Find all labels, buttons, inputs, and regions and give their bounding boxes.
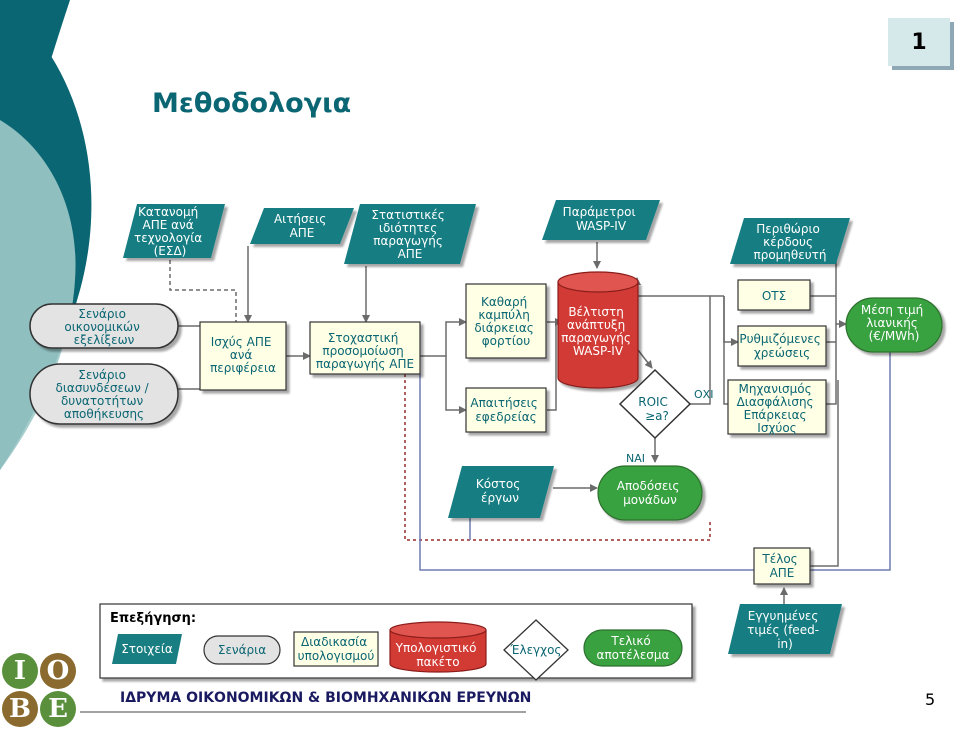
svg-text:Τελικό αποτέλεσμα: Τελικό αποτέλεσμα	[597, 634, 670, 662]
decision-roic: ROIC ≥a? ΟΧΙ ΝΑΙ	[618, 368, 713, 465]
logo-letter-i: I	[2, 653, 38, 689]
svg-text:ΟΤΣ: ΟΤΣ	[762, 289, 786, 303]
katanomi-label: Κατανομή ΑΠΕ ανά τεχνολογία (ΕΣΔ)	[134, 205, 206, 258]
input-feedin: Εγγυημένες τιμές (feed- in)	[728, 604, 842, 654]
svg-text:Σενάριο διασυνδέσεων /: Σενάριο διασυνδέσεων / δυνατοτήτων αποθή…	[56, 368, 153, 421]
legend: Επεξήγηση: Στοιχεία Σενάρια Διαδικασία υ…	[99, 603, 693, 681]
result-apodoseis: Αποδόσεις μονάδων	[597, 465, 703, 521]
svg-text:Ισχύς ΑΠΕ ανά περι: Ισχύς ΑΠΕ ανά περιφέρεια	[210, 335, 276, 375]
background-decoration	[0, 0, 92, 470]
svg-text:Εγγυημένες τιμές (feed-: Εγγυημένες τιμές (feed- in)	[747, 609, 823, 651]
svg-text:Καθαρή καμπύλη διά: Καθαρή καμπύλη διάρκειας φορτίου	[474, 295, 537, 348]
svg-text:Τέλος ΑΠΕ: Τέλος ΑΠΕ	[761, 552, 801, 580]
process-stochastiki: Στοχαστική προσομοίωση παραγωγής ΑΠΕ	[309, 321, 421, 375]
svg-text:Κόστος έργων: Κόστος έργων	[476, 477, 524, 505]
svg-text:Μέση τιμή λιανικής: Μέση τιμή λιανικής (€/MWh)	[861, 303, 927, 343]
svg-text:ROIC ≥a?: ROIC ≥a?	[638, 395, 672, 423]
svg-text:Υπολογιστικό πακέτο: Υπολογιστικό πακέτο	[395, 641, 481, 669]
result-mesi-timi: Μέση τιμή λιανικής (€/MWh)	[845, 297, 943, 353]
slide-number-badge: 1	[888, 18, 950, 66]
input-katanomi: Κατανομή ΑΠΕ ανά τεχνολογία (ΕΣΔ)	[123, 204, 225, 258]
svg-text:Έλεγχος: Έλεγχος	[510, 643, 562, 657]
svg-text:Παράμετροι WASP-IV: Παράμετροι WASP-IV	[563, 205, 640, 233]
input-perithorio: Περιθώριο κέρδους προμηθευτή	[730, 218, 850, 264]
svg-text:Σενάρια: Σενάρια	[218, 643, 266, 657]
yes-label: ΝΑΙ	[626, 452, 645, 465]
page-number: 5	[925, 690, 936, 709]
svg-text:Βέλτιστη ανάπτυξη: Βέλτιστη ανάπτυξη παραγωγής WASP-IV	[561, 305, 634, 358]
legend-title: Επεξήγηση:	[110, 611, 196, 626]
input-aitiseis: Αιτήσεις ΑΠΕ	[250, 208, 354, 244]
svg-text:Στοχαστική προσομοίωση: Στοχαστική προσομοίωση παραγωγής ΑΠΕ	[316, 331, 414, 371]
no-label: ΟΧΙ	[694, 388, 713, 401]
svg-text:Διαδικασία υπολογισμού: Διαδικασία υπολογισμού	[298, 635, 375, 663]
iobe-logo: I O B E	[2, 653, 76, 727]
process-michanismos: Μηχανισμός Διασφάλισης Επάρκειας Ισχύος	[727, 379, 827, 435]
process-telos: Τέλος ΑΠΕ	[753, 547, 811, 585]
page-title: Μεθοδολογια	[152, 88, 352, 119]
svg-text:Απαιτήσεις εφεδρείας: Απαιτήσεις εφεδρείας	[470, 396, 541, 424]
svg-text:Ρυθμιζόμενες χρεώσεις: Ρυθμιζόμενες χρεώσεις	[739, 332, 824, 360]
cylinder-veltisti: Βέλτιστη ανάπτυξη παραγωγής WASP-IV	[557, 271, 639, 389]
svg-text:Μηχανισμός Διασφάλισης: Μηχανισμός Διασφάλισης Επάρκειας Ισχύος	[737, 382, 818, 435]
svg-text:Αποδόσεις μονάδων: Αποδόσεις μονάδων	[617, 479, 683, 507]
input-wasp-params: Παράμετροι WASP-IV	[542, 200, 660, 240]
svg-text:Στατιστικές ιδιότητες: Στατιστικές ιδιότητες παραγωγής ΑΠΕ	[371, 208, 448, 261]
svg-text:Σενάριο οικονομικών: Σενάριο οικονομικών εξελίξεων	[64, 307, 143, 347]
svg-text:Περιθώριο κέρδους: Περιθώριο κέρδους προμηθευτή	[753, 222, 826, 262]
process-kathari: Καθαρή καμπύλη διάρκειας φορτίου	[465, 283, 547, 359]
footer-text: ΙΔΡΥΜΑ ΟΙΚΟΝΟΜΙΚΩΝ & ΒΙΟΜΗΧΑΝΙΚΩΝ ΕΡΕΥΝΩ…	[120, 690, 532, 706]
process-ots: ΟΤΣ	[737, 279, 811, 311]
process-rythmizomenes: Ρυθμιζόμενες χρεώσεις	[737, 325, 827, 367]
input-statistikes: Στατιστικές ιδιότητες παραγωγής ΑΠΕ	[344, 204, 476, 264]
input-kostos: Κόστος έργων	[448, 466, 554, 518]
svg-text:Αιτήσεις ΑΠΕ: Αιτήσεις ΑΠΕ	[274, 212, 330, 240]
scenario-diasyndeseon: Σενάριο διασυνδέσεων / δυνατοτήτων αποθή…	[29, 363, 179, 425]
scenario-oikonomikon: Σενάριο οικονομικών εξελίξεων	[29, 303, 179, 349]
logo-letter-o: O	[40, 653, 76, 689]
logo-letter-b: B	[2, 691, 38, 727]
logo-letter-e: E	[40, 691, 76, 727]
svg-text:Στοιχεία: Στοιχεία	[121, 642, 173, 656]
process-ischys: Ισχύς ΑΠΕ ανά περιφέρεια	[199, 321, 287, 391]
process-apaitiseis: Απαιτήσεις εφεδρείας	[465, 387, 547, 433]
